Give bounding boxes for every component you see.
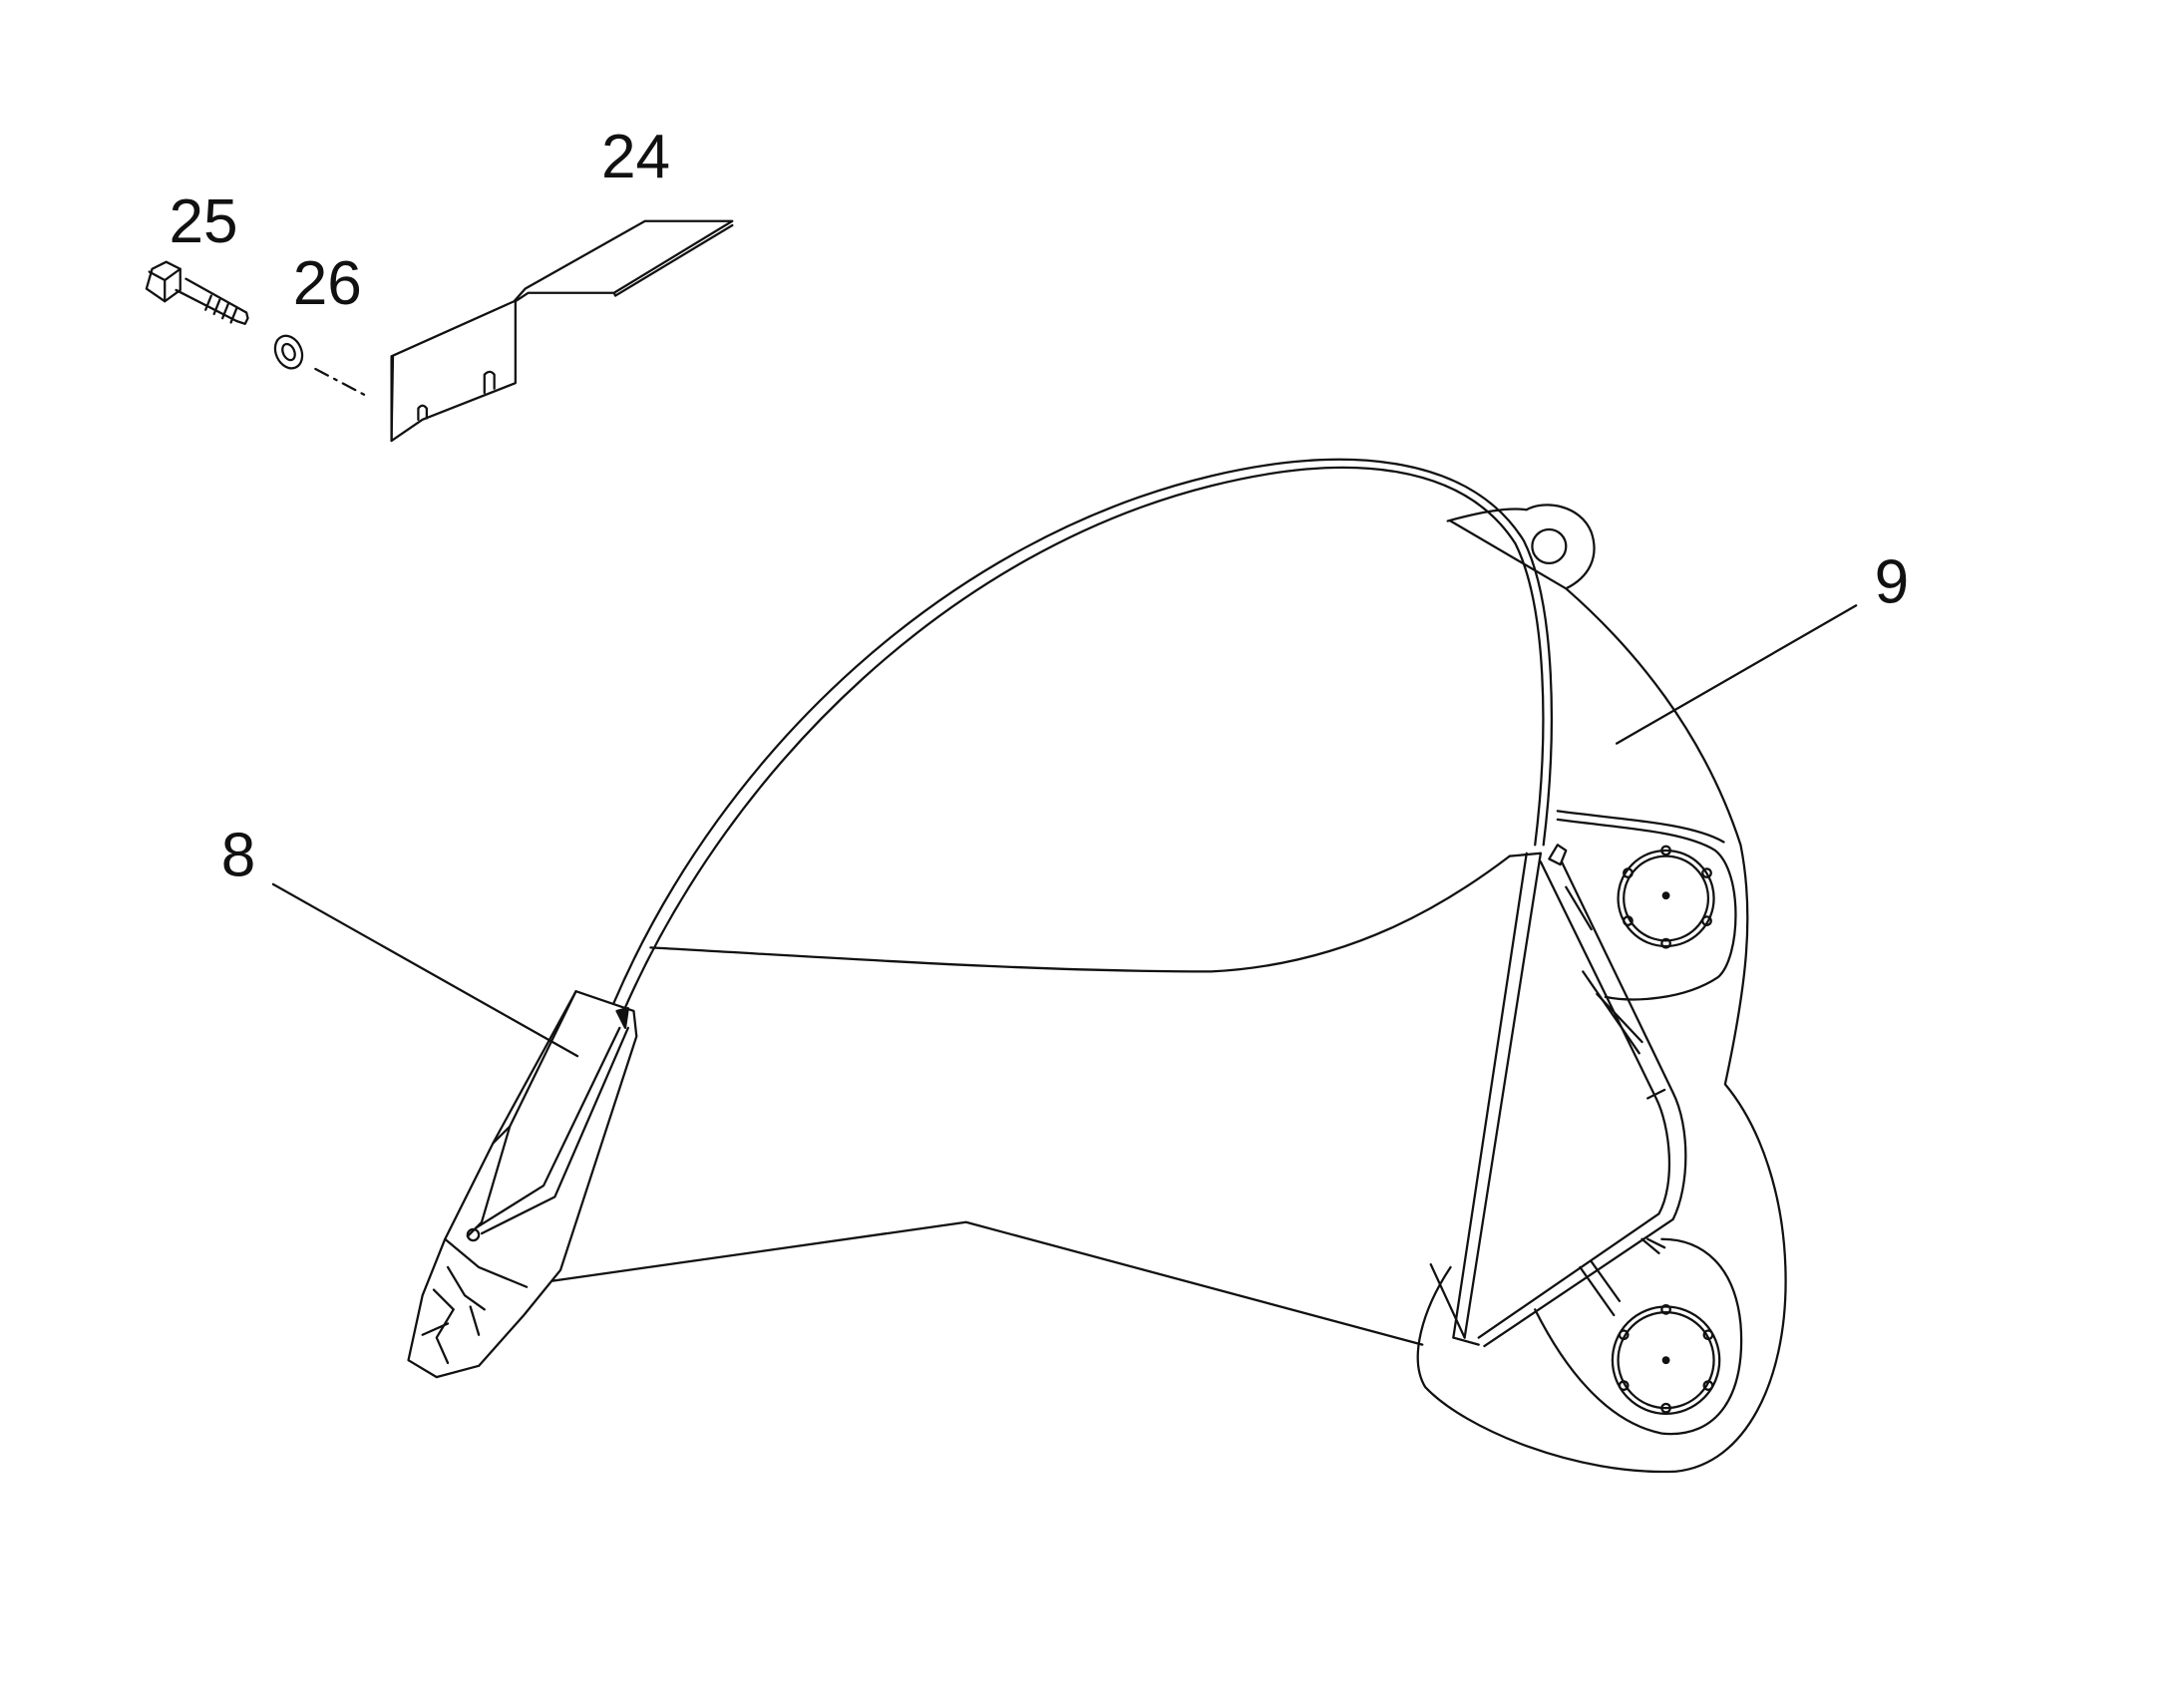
- bucket-body-part: [547, 458, 1787, 1474]
- leader-line-9: [1616, 604, 1858, 745]
- leader-line-8: [271, 882, 579, 1058]
- bolt-part: [145, 260, 249, 325]
- callout-24: 24: [601, 123, 670, 191]
- callout-8: 8: [221, 821, 256, 889]
- callout-9: 9: [1875, 547, 1910, 616]
- callout-26: 26: [293, 249, 362, 318]
- callout-25: 25: [169, 187, 237, 256]
- cover-plate-part: [390, 219, 734, 443]
- tooth-part: [407, 990, 638, 1379]
- washer-part: [273, 334, 368, 397]
